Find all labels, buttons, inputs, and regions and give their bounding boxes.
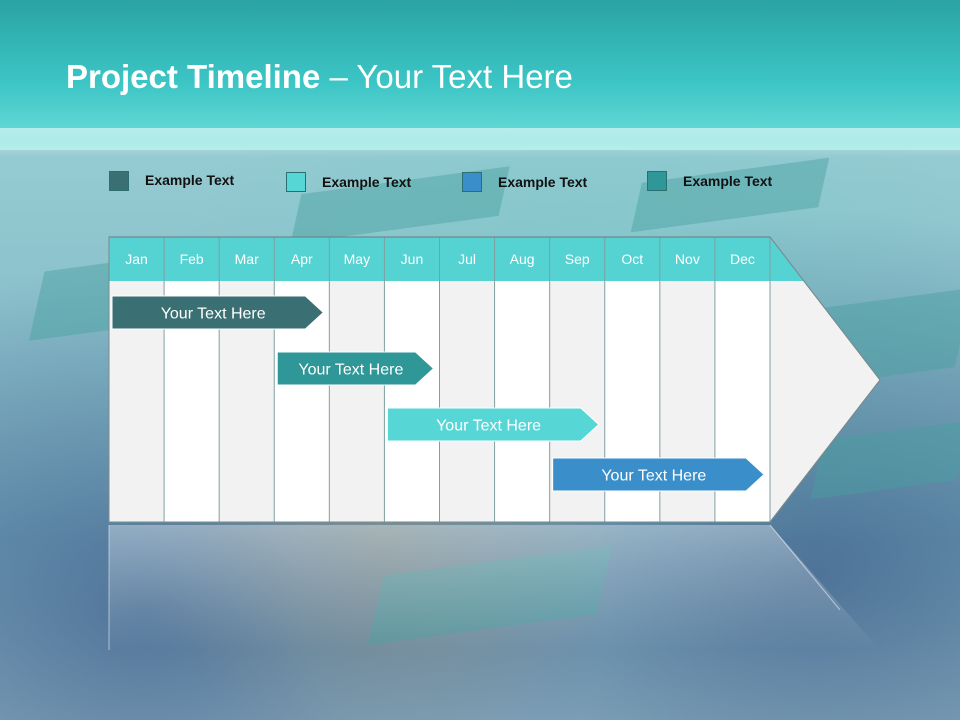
task-bar-label: Your Text Here bbox=[298, 362, 403, 379]
title-bar-glow bbox=[0, 128, 960, 158]
month-label-oct: Oct bbox=[621, 251, 643, 267]
task-bar-shape bbox=[111, 295, 325, 330]
month-column bbox=[439, 281, 495, 522]
month-label-aug: Aug bbox=[510, 251, 535, 267]
task-bar[interactable]: Your Text Here bbox=[276, 351, 435, 386]
task-bar-label: Your Text Here bbox=[601, 468, 706, 485]
legend-swatch-1 bbox=[109, 171, 129, 191]
month-label-apr: Apr bbox=[291, 251, 313, 267]
slide-title[interactable]: Project Timeline – Your Text Here bbox=[66, 58, 573, 96]
task-bar-shape bbox=[386, 407, 600, 442]
month-label-sep: Sep bbox=[565, 251, 590, 267]
month-label-jun: Jun bbox=[401, 251, 424, 267]
task-bar[interactable]: Your Text Here bbox=[386, 407, 600, 442]
month-column bbox=[494, 281, 550, 522]
slide-title-bold: Project Timeline bbox=[66, 58, 321, 95]
slide-title-rest: – Your Text Here bbox=[320, 58, 573, 95]
timeline-reflection bbox=[109, 525, 880, 650]
month-label-nov: Nov bbox=[675, 251, 700, 267]
task-bar[interactable]: Your Text Here bbox=[111, 295, 325, 330]
legend-label-4: Example Text bbox=[683, 173, 773, 189]
legend-swatch-2 bbox=[286, 172, 306, 192]
month-label-jan: Jan bbox=[125, 251, 148, 267]
task-bar-label: Your Text Here bbox=[161, 306, 266, 323]
month-band bbox=[109, 237, 804, 281]
month-label-may: May bbox=[344, 251, 370, 267]
legend-swatch-3 bbox=[462, 172, 482, 192]
month-label-mar: Mar bbox=[235, 251, 259, 267]
month-label-dec: Dec bbox=[730, 251, 755, 267]
month-label-feb: Feb bbox=[180, 251, 204, 267]
task-bar-label: Your Text Here bbox=[436, 418, 541, 435]
task-bar-shape bbox=[552, 457, 765, 492]
reflection-edge bbox=[769, 524, 841, 611]
task-bar-shape bbox=[276, 351, 435, 386]
arrow-tip-edge bbox=[769, 236, 881, 523]
legend-swatch-4 bbox=[647, 171, 667, 191]
title-bar bbox=[0, 0, 960, 150]
legend-label-2: Example Text bbox=[322, 174, 412, 190]
month-label-jul: Jul bbox=[458, 251, 476, 267]
month-column bbox=[329, 281, 385, 522]
legend-label-1: Example Text bbox=[145, 172, 235, 188]
legend-label-3: Example Text bbox=[498, 174, 588, 190]
month-column bbox=[384, 281, 440, 522]
task-bar[interactable]: Your Text Here bbox=[552, 457, 765, 492]
